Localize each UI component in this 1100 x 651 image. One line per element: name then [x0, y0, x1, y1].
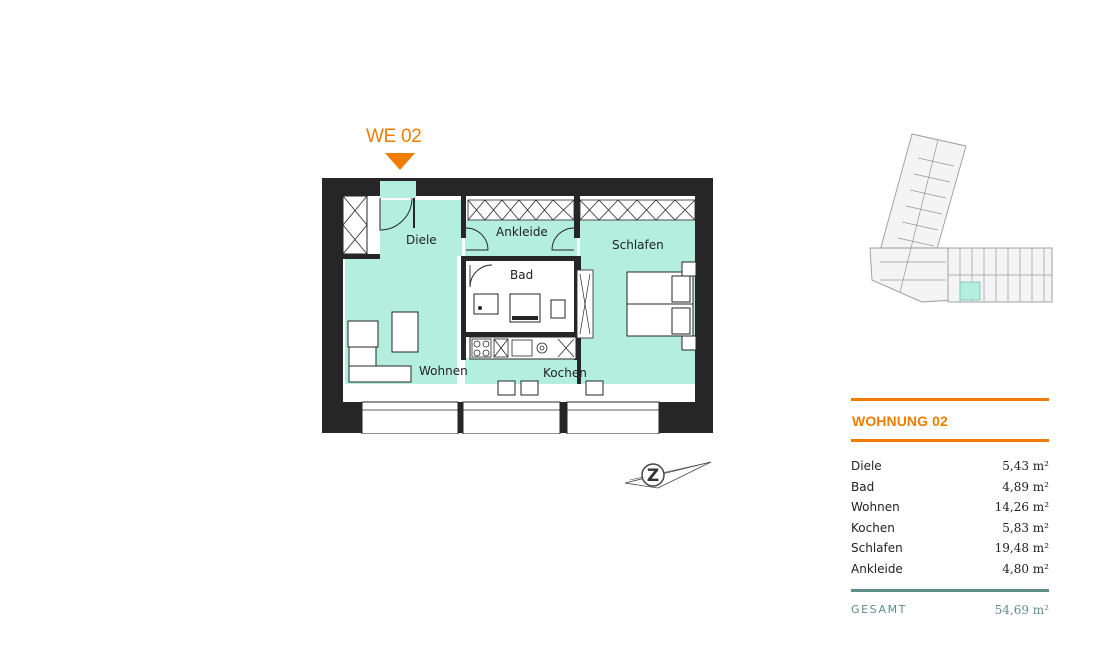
total-rule: [851, 588, 1049, 592]
heading-top-rule: [851, 398, 1049, 401]
area-row-value: 5,43 m²: [1002, 459, 1049, 473]
area-table-heading: WOHNUNG 02: [852, 413, 948, 429]
room-kochen: [465, 358, 577, 384]
area-row: Bad 4,89 m²: [851, 477, 1049, 498]
area-table: WOHNUNG 02 Diele 5,43 m² Bad 4,89 m² Woh…: [851, 398, 1049, 617]
room-label-ankleide: Ankleide: [496, 225, 548, 239]
area-row: Schlafen 19,48 m²: [851, 538, 1049, 559]
floor-plan: Diele Ankleide Schlafen Bad Wohnen Koche…: [322, 178, 713, 434]
room-label-schlafen: Schlafen: [612, 238, 664, 252]
room-label-diele: Diele: [406, 233, 437, 247]
total-value: 54,69 m²: [994, 602, 1049, 617]
area-row-name: Schlafen: [851, 541, 903, 556]
room-label-bad: Bad: [510, 268, 533, 282]
key-map-unit-highlight: [959, 281, 981, 301]
compass-letter: Z: [647, 466, 659, 486]
area-row-value: 4,89 m²: [1002, 479, 1049, 494]
area-row: Diele 5,43 m²: [851, 456, 1049, 477]
total-row: GESAMT 54,69 m²: [851, 592, 1049, 617]
area-row-value: 19,48 m²: [994, 541, 1049, 556]
area-row-value: 4,80 m²: [1002, 561, 1049, 576]
area-row-name: Kochen: [851, 520, 895, 535]
unit-marker-arrow-icon: [385, 153, 415, 170]
area-row-name: Bad: [851, 479, 875, 494]
area-row-name: Wohnen: [851, 500, 900, 515]
area-row: Wohnen 14,26 m²: [851, 497, 1049, 518]
area-row: Ankleide 4,80 m²: [851, 559, 1049, 580]
heading-bottom-rule: [851, 439, 1049, 442]
area-row-value: 5,83 m²: [1002, 520, 1049, 535]
unit-title: WE 02: [366, 126, 422, 147]
area-row-name: Diele: [851, 459, 882, 473]
area-row-value: 14,26 m²: [994, 500, 1049, 515]
building-key-map: [850, 130, 1070, 346]
total-label: GESAMT: [851, 602, 907, 616]
compass-icon: Z: [624, 461, 712, 489]
room-label-kochen: Kochen: [543, 366, 587, 380]
area-row: Kochen 5,83 m²: [851, 518, 1049, 539]
area-row-name: Ankleide: [851, 561, 903, 576]
room-label-wohnen: Wohnen: [419, 364, 468, 378]
